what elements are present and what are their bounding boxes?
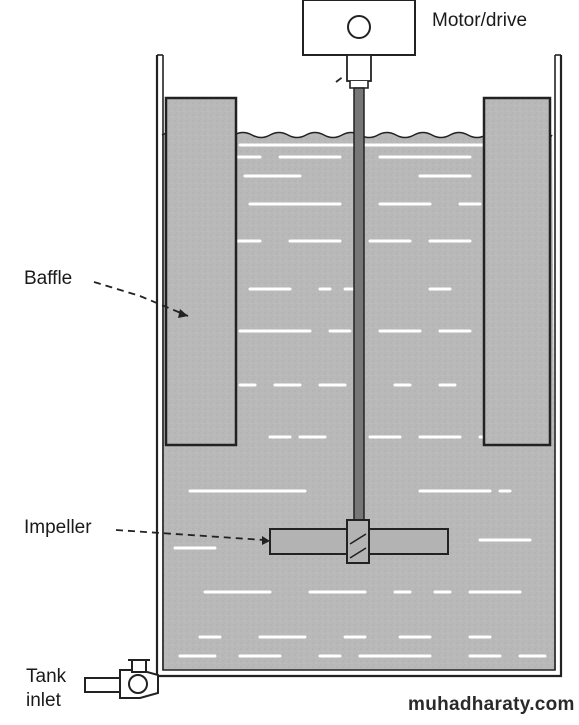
baffle-left xyxy=(164,96,238,447)
baffle-arrowhead xyxy=(178,309,188,318)
baffle-label: Baffle xyxy=(24,268,73,289)
impeller-arrowhead xyxy=(262,536,270,545)
baffle-right xyxy=(482,96,552,447)
leader-lines xyxy=(93,75,345,541)
tank-inlet-label-line1: Tank xyxy=(26,666,67,687)
shaft xyxy=(353,87,365,536)
watermark: muhadharaty.com xyxy=(408,694,575,715)
motor-label: Motor/drive xyxy=(432,10,528,31)
tank-wall xyxy=(155,54,563,678)
tank-inlet-label-line2: inlet xyxy=(26,690,61,711)
motor-drive xyxy=(302,0,416,89)
tank-inlet-pipe xyxy=(84,659,159,699)
impeller-label: Impeller xyxy=(24,517,92,538)
impeller-blade xyxy=(269,519,449,564)
